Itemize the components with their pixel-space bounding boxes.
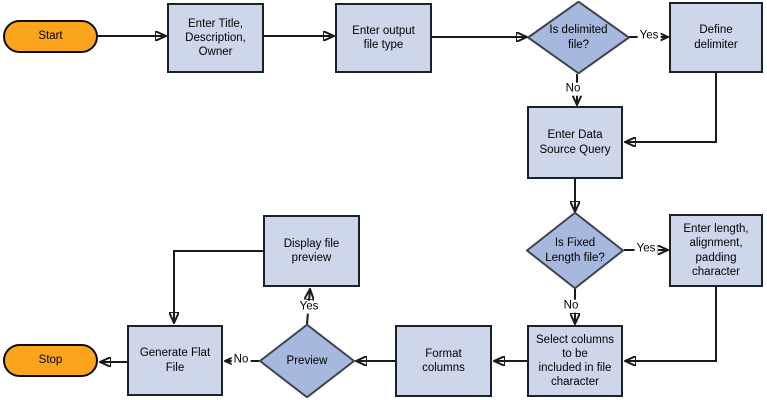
node-format-columns: Format columns [395,325,492,397]
node-enter-output: Enter output file type [335,3,432,73]
edge-display-preview-to-generate-flat [174,250,263,323]
edge-label-fixed-no: No [561,299,581,313]
edge-label-delimited-no: No [563,82,583,96]
node-define-delimiter: Define delimiter [669,2,763,73]
node-generate-flat: Generate Flat File [127,325,223,396]
node-enter-title-label: Enter Title, Description, Owner [185,17,246,58]
node-display-preview: Display file preview [263,215,360,287]
node-generate-flat-label: Generate Flat File [139,347,211,374]
edge-label-preview-yes: Yes [297,300,321,314]
edge-define-delimiter-to-enter-data-source [625,73,717,142]
node-select-columns-label: Select columns to be included in file ch… [536,333,614,389]
edge-label-preview-no: No [231,353,251,367]
edge-label-delimited-yes: Yes [637,29,661,43]
diamond-shape [526,212,624,289]
diamond-shape [259,324,355,398]
node-preview-label: Preview [286,354,328,367]
node-enter-output-label: Enter output file type [352,24,415,51]
node-format-columns-label: Format columns [422,347,465,374]
diamond-shape [527,1,630,74]
node-enter-title: Enter Title, Description, Owner [167,3,264,73]
node-start: Start [3,20,98,53]
node-start-label: Start [38,30,63,43]
node-enter-data-source: Enter Data Source Query [527,106,623,179]
node-is-fixed-length-label: Is Fixed Length file? [545,237,605,264]
node-is-delimited-label: Is delimited file? [549,24,608,51]
node-is-fixed-length: Is Fixed Length file? [526,212,624,289]
edge-label-fixed-yes: Yes [634,242,658,256]
edge-enter-length-to-select-columns [625,287,717,361]
node-stop-label: Stop [38,354,63,367]
node-enter-length-label: Enter length, alignment, padding charact… [683,223,749,278]
node-display-preview-label: Display file preview [283,237,340,264]
node-stop: Stop [3,344,98,377]
node-define-delimiter-label: Define delimiter [694,24,738,51]
node-preview: Preview [259,324,355,398]
node-enter-length: Enter length, alignment, padding charact… [669,214,763,287]
node-select-columns: Select columns to be included in file ch… [527,325,623,397]
node-is-delimited: Is delimited file? [527,1,630,74]
node-enter-data-source-label: Enter Data Source Query [539,129,611,156]
